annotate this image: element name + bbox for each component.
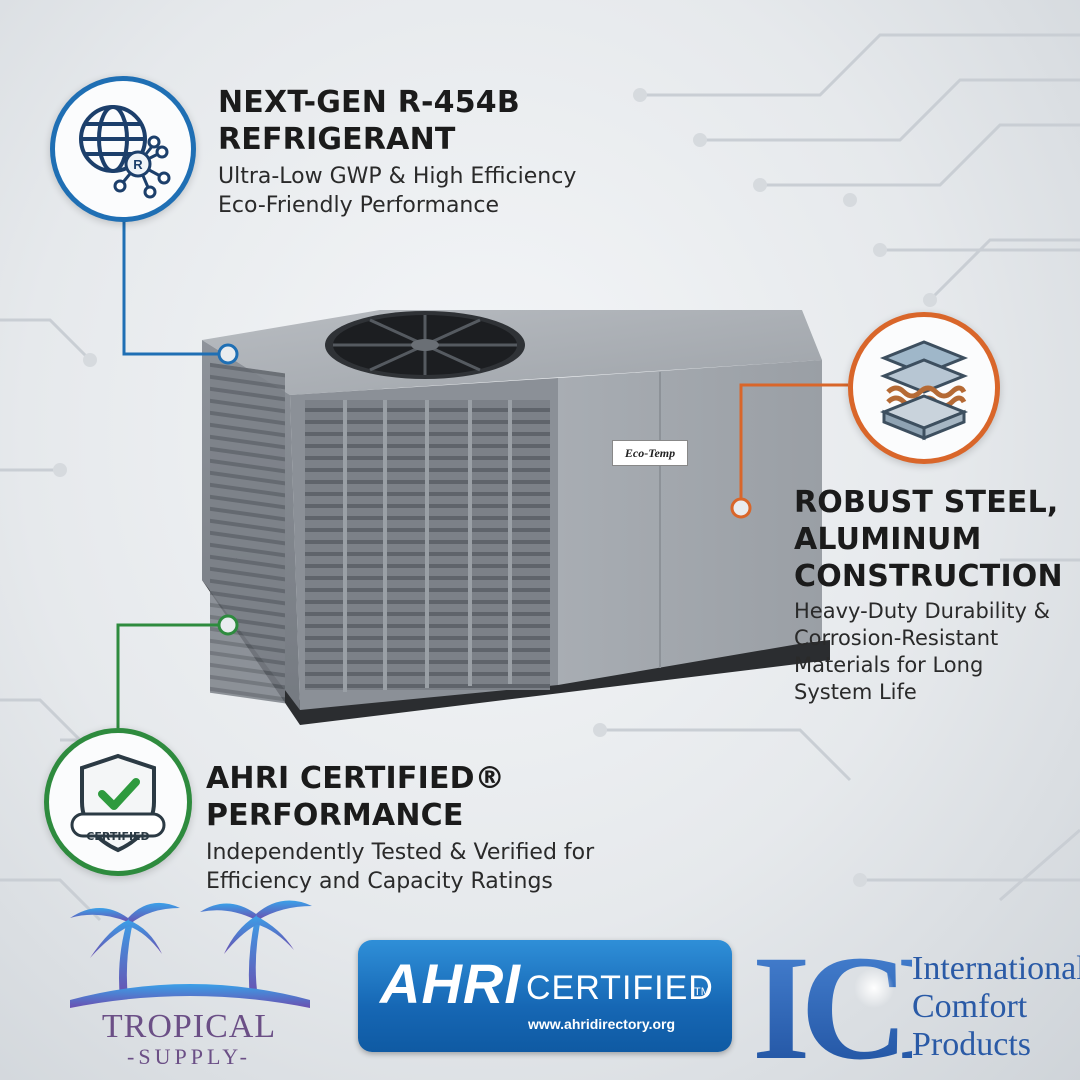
certified-description: Independently Tested & Verified for Effi… (206, 840, 595, 894)
certified-icon-badge: CERTIFIED (44, 728, 192, 876)
icp-logo-text: International Comfort Products (912, 950, 1080, 1063)
svg-text:R: R (133, 157, 143, 172)
material-layers-icon (879, 340, 969, 441)
globe-refrigerant-icon: R (79, 105, 171, 199)
ahri-logo-word: AHRI (380, 952, 521, 1015)
brand-label-plate: Eco-Temp (612, 440, 688, 466)
brand-label: Eco-Temp (624, 445, 676, 460)
ahri-logo-certified: CERTIFIED (526, 969, 714, 1007)
construction-description: Heavy-Duty Durability & Corrosion-Resist… (794, 599, 1050, 704)
refrigerant-description: Ultra-Low GWP & High Efficiency Eco-Frie… (218, 164, 577, 218)
palm-trees-icon (70, 900, 312, 1008)
construction-icon-badge (848, 312, 1000, 464)
tropical-supply-logo-subword: -SUPPLY- (127, 1044, 251, 1069)
certified-title: AHRI CERTIFIED® PERFORMANCE (206, 761, 505, 833)
certified-badge-text: CERTIFIED (86, 830, 150, 843)
tropical-supply-logo-word: TROPICAL (101, 1008, 277, 1045)
construction-title: ROBUST STEEL, ALUMINUM CONSTRUCTION (794, 485, 1063, 594)
ahri-certified-logo: AHRI CERTIFIED TM www.ahridirectory.org (358, 940, 732, 1052)
certified-shield-icon (70, 753, 166, 853)
ahri-logo-tm: TM (694, 986, 710, 998)
refrigerant-icon-badge: R (50, 76, 196, 222)
ahri-logo-url: www.ahridirectory.org (528, 1016, 676, 1032)
refrigerant-title: NEXT-GEN R-454B REFRIGERANT (218, 85, 520, 157)
icp-logo-mark: ICP (752, 930, 912, 1070)
